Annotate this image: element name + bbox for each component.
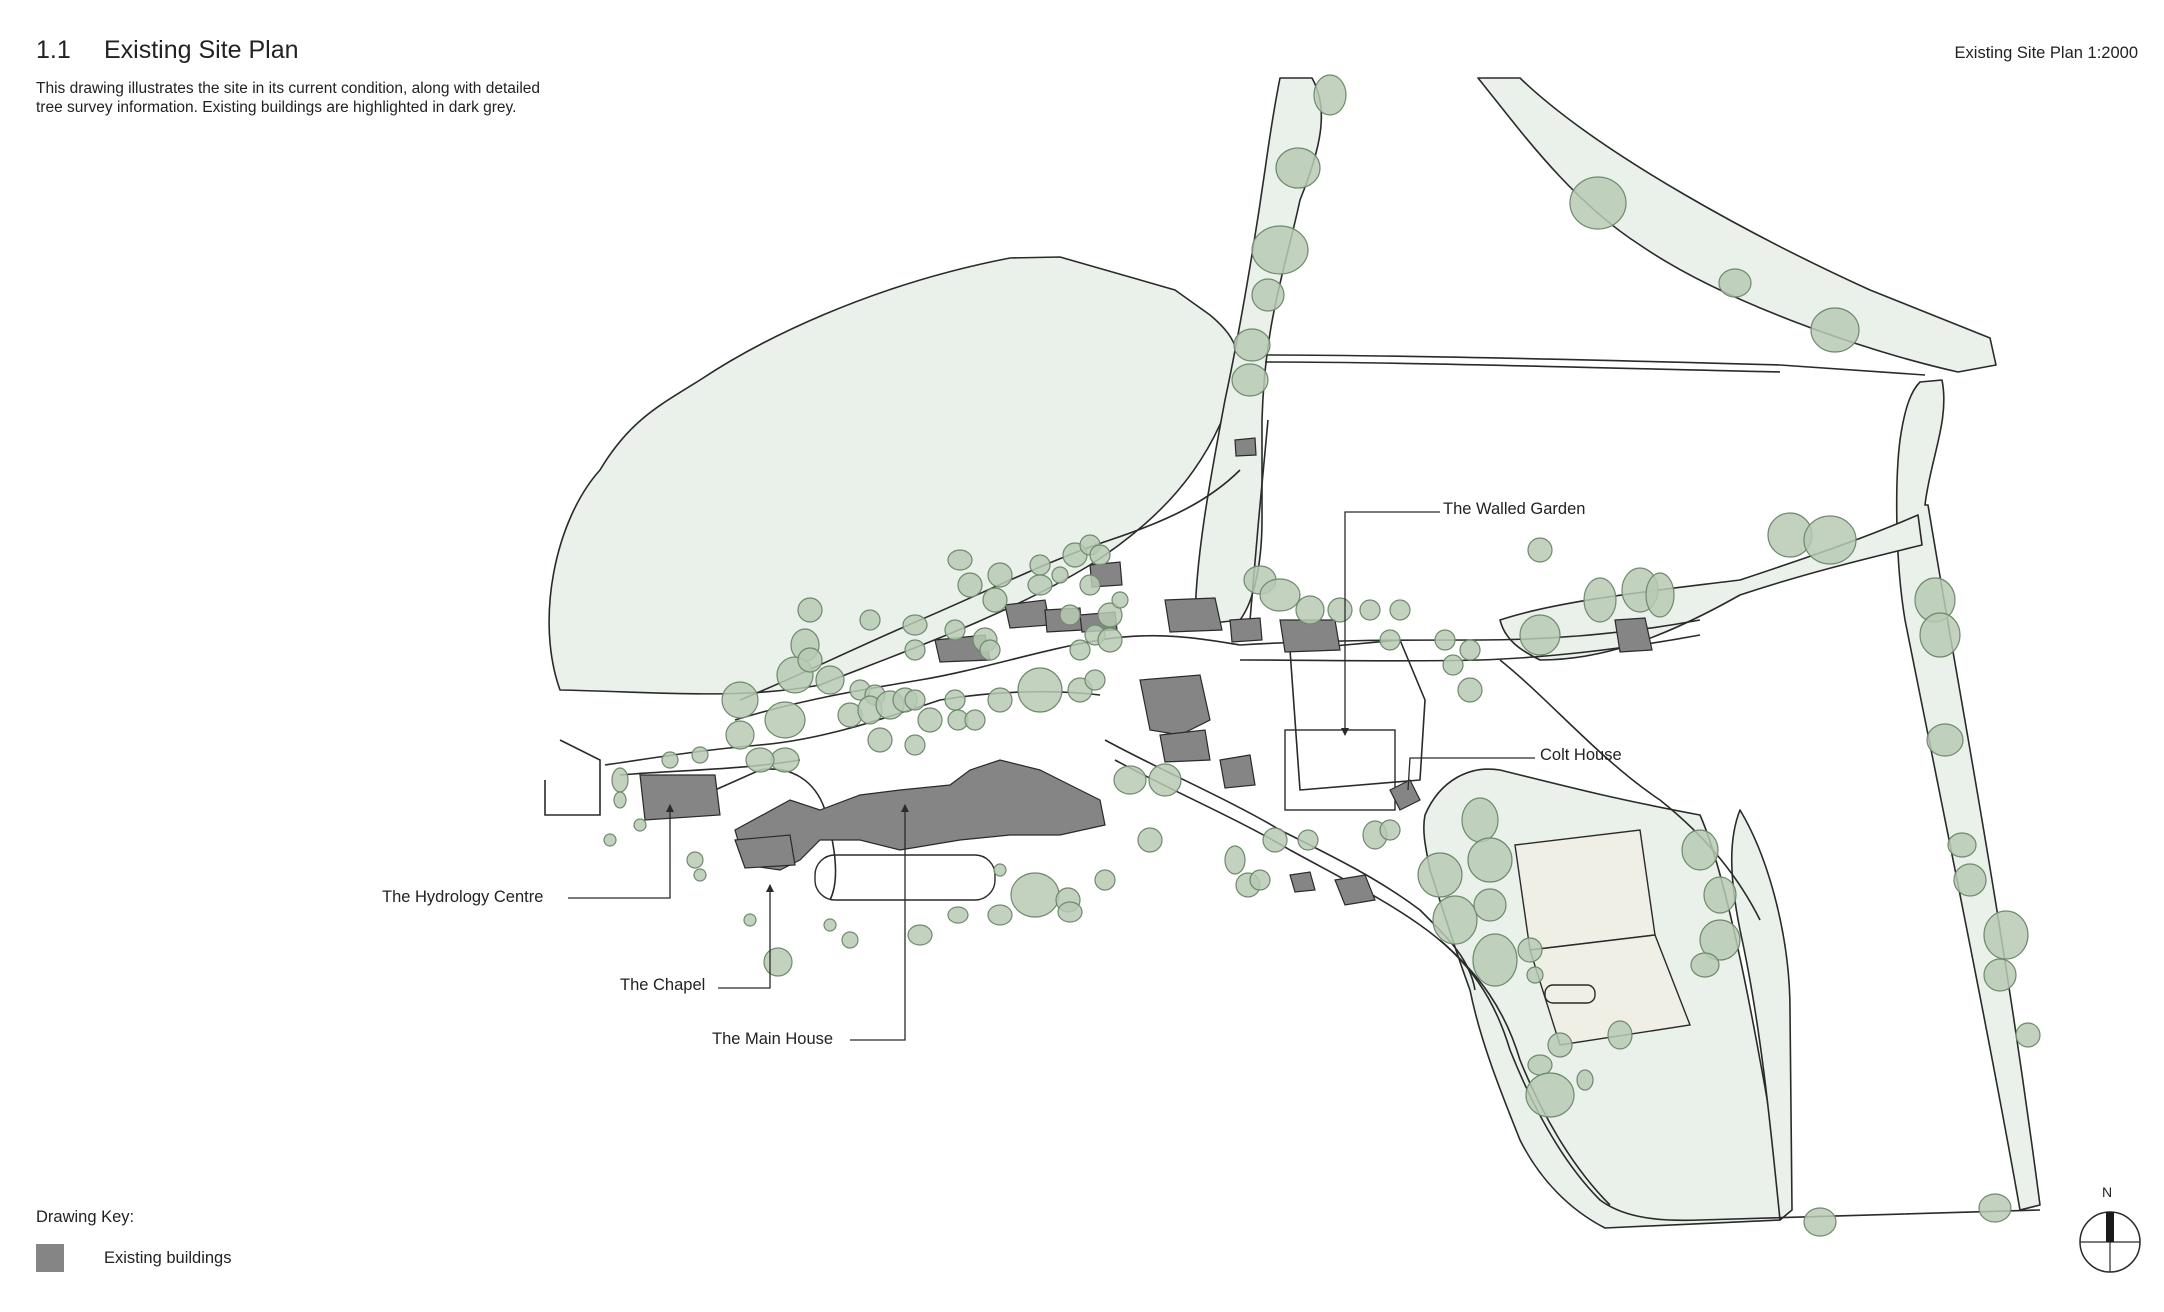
existing-buildings — [639, 437, 1653, 906]
north-arrow-icon — [2079, 1211, 2141, 1273]
tree-survey — [603, 74, 2041, 1237]
building-chapel — [734, 834, 796, 869]
lake-field — [548, 256, 1239, 695]
label-walled-garden: The Walled Garden — [1443, 500, 1586, 518]
walled-garden-field — [1289, 639, 1426, 791]
building-hydrology-centre — [639, 774, 721, 821]
scale-label: Existing Site Plan 1:2000 — [1954, 44, 2138, 62]
north-label: N — [2102, 1184, 2113, 1200]
belt-strip — [1499, 514, 1923, 661]
page-description: This drawing illustrates the site in its… — [36, 80, 541, 116]
section-number: 1.1 — [36, 36, 71, 64]
drawing-key-title: Drawing Key: — [36, 1208, 135, 1226]
label-leaders — [568, 511, 1535, 1041]
page-title: Existing Site Plan — [104, 36, 299, 64]
label-hydrology-centre: The Hydrology Centre — [382, 888, 544, 906]
building-main-house — [734, 759, 1106, 871]
ne-strip — [1477, 77, 1997, 373]
label-chapel: The Chapel — [620, 976, 706, 994]
east-strip — [1895, 379, 2041, 1211]
key-swatch-existing-buildings — [36, 1244, 64, 1272]
building-colt-house — [1389, 779, 1421, 811]
label-main-house: The Main House — [712, 1030, 834, 1048]
east-meadow — [1730, 809, 1793, 1221]
key-label-existing-buildings: Existing buildings — [104, 1249, 232, 1267]
label-colt-house: Colt House — [1540, 746, 1622, 764]
